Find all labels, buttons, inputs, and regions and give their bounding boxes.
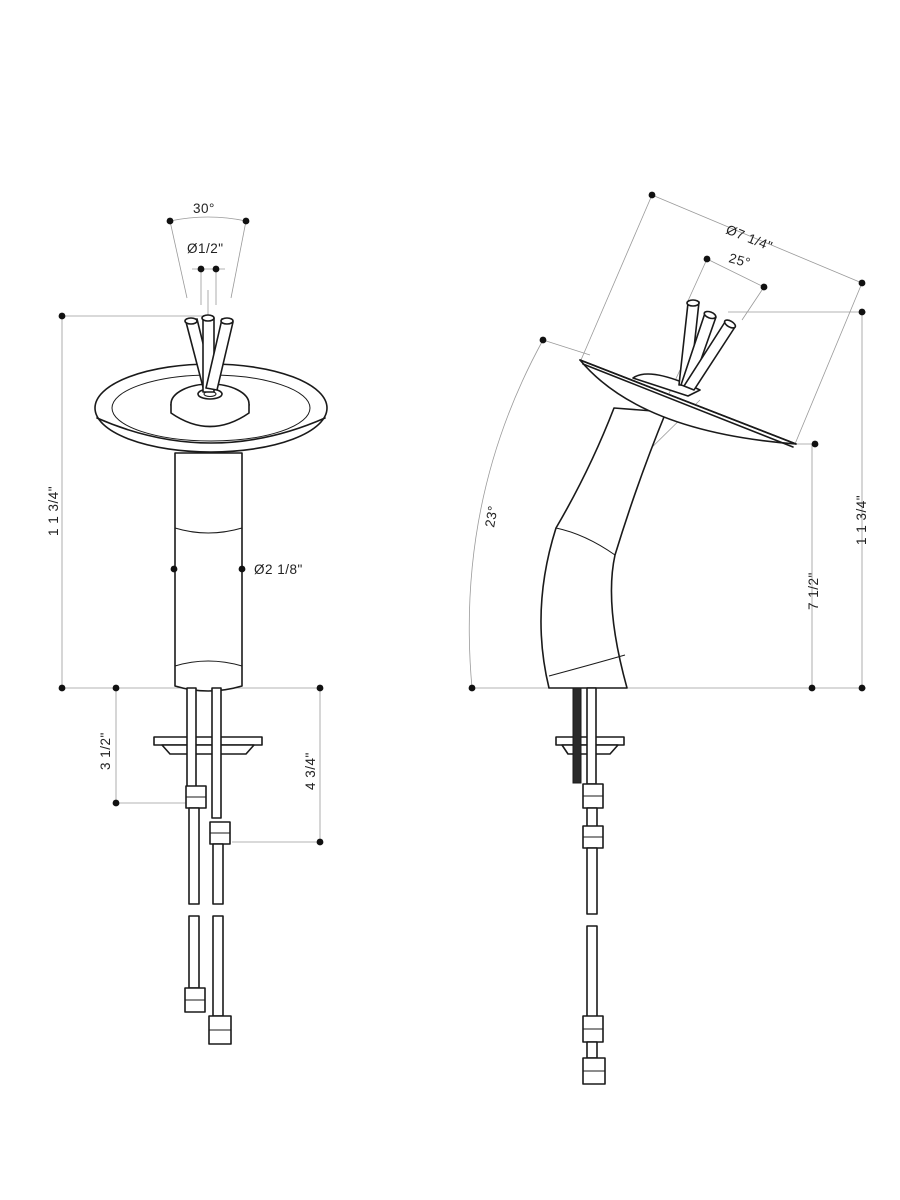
dot: [539, 336, 547, 344]
side-supply-line: [572, 687, 606, 1085]
front-view: 30° Ø1/2" Ø2 1/8" 1 1 3/4" 3 1/2" 4 3/4": [46, 201, 328, 1045]
dot: [58, 312, 66, 320]
side-dimension-dots: [468, 191, 866, 692]
dot: [703, 255, 711, 263]
side-dimension-lines: [468, 194, 866, 689]
front-height-label: 1 1 3/4": [46, 486, 61, 536]
side-angle-label: 25°: [727, 250, 752, 270]
front-faucet-body: [174, 452, 243, 692]
dot: [811, 440, 819, 448]
side-view: Ø7 1/4" 25° 23° 1 1 3/4" 7 1/2": [468, 191, 869, 1085]
dot: [166, 217, 174, 225]
dot: [170, 565, 178, 573]
dot: [648, 191, 656, 199]
dot: [760, 283, 768, 291]
front-angle-label: 30°: [193, 201, 215, 216]
front-long-line-label: 4 3/4": [303, 752, 318, 790]
dot: [58, 684, 66, 692]
front-supply-lines: [184, 687, 232, 1045]
side-handle-levers: [678, 299, 737, 391]
front-handle-levers: [184, 314, 234, 393]
dot: [242, 217, 250, 225]
side-height-label: 1 1 3/4": [854, 495, 869, 545]
dot: [468, 684, 476, 692]
dot: [212, 265, 220, 273]
dot: [858, 279, 866, 287]
dot: [112, 799, 120, 807]
side-basin-diameter-label: Ø7 1/4": [724, 222, 775, 254]
dot: [858, 684, 866, 692]
front-short-line-label: 3 1/2": [98, 732, 113, 770]
side-spout-body: [540, 407, 667, 689]
front-dimension-dots: [58, 217, 324, 846]
side-tilt-angle-label: 23°: [482, 504, 501, 528]
dot: [238, 565, 246, 573]
dot: [808, 684, 816, 692]
dot: [112, 684, 120, 692]
front-supply-hole-label: Ø1/2": [187, 241, 224, 256]
side-basin-disc: [579, 359, 797, 448]
dot: [316, 684, 324, 692]
dot: [858, 308, 866, 316]
side-spout-height-label: 7 1/2": [806, 572, 821, 610]
front-body-diameter-label: Ø2 1/8": [254, 562, 303, 577]
dot: [197, 265, 205, 273]
dot: [316, 838, 324, 846]
front-mounting-plate: [153, 736, 263, 755]
